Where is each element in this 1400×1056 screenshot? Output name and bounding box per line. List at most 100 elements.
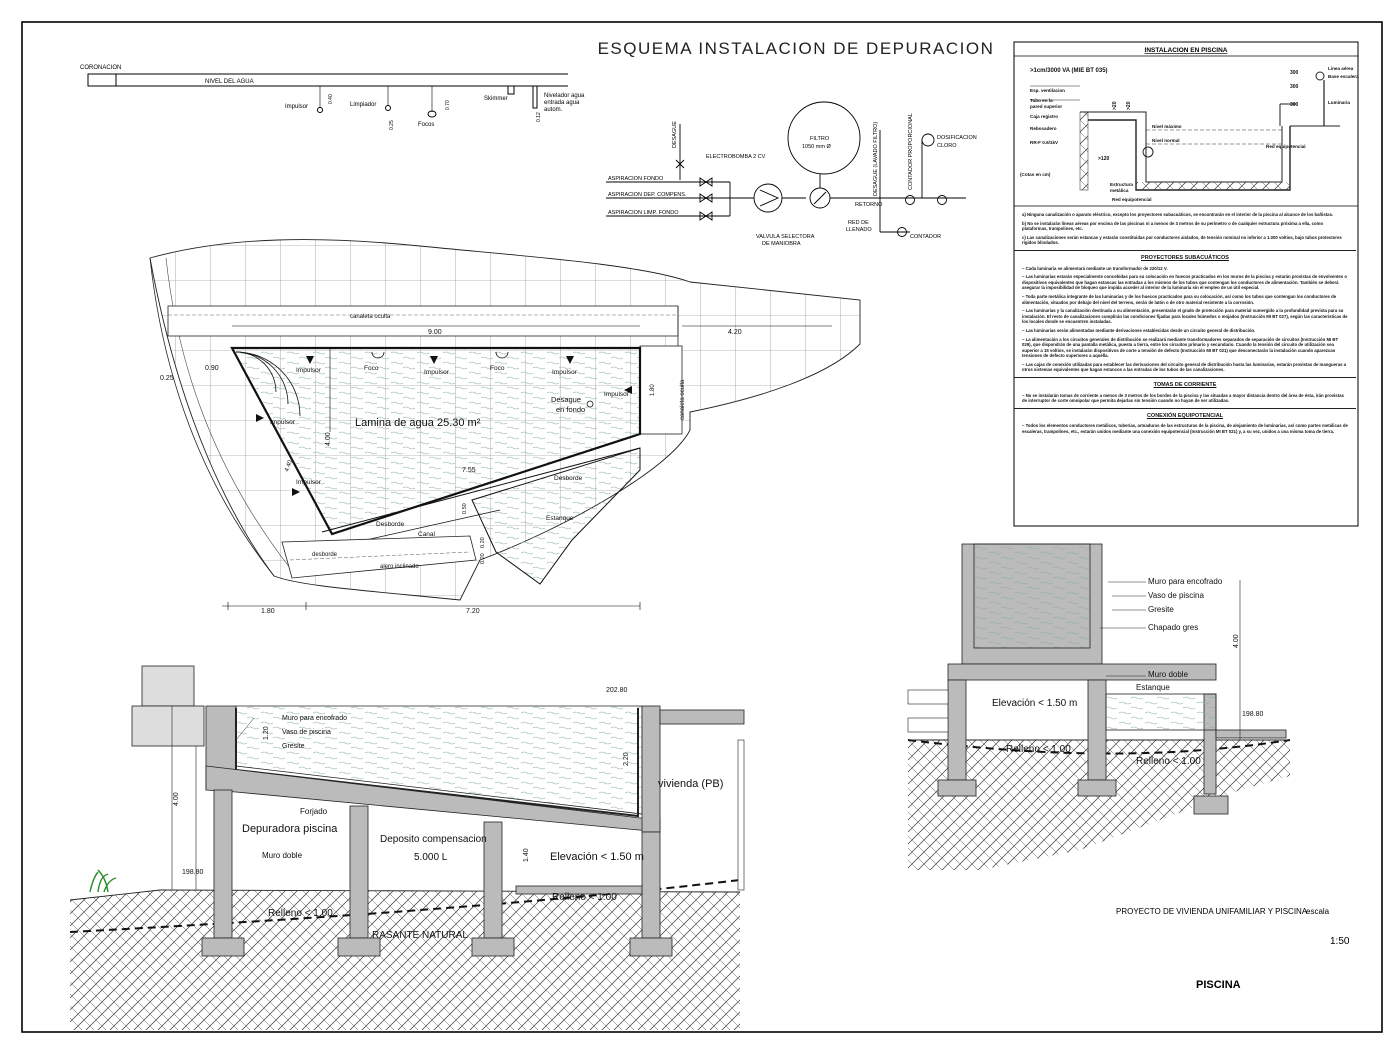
note-paragraph: – Las cajas de conexión utilizadas para …: [1022, 361, 1347, 373]
sl-vivienda: vivienda (PB): [658, 778, 723, 790]
dosificacion-label-2: CLORO: [937, 143, 957, 149]
estanque-plan-label: Estanque: [546, 515, 574, 522]
sr-elevacion: Elevación < 1.50 m: [992, 698, 1077, 709]
installation-notes: a) Ninguna canalización o aparato eléctr…: [1014, 212, 1356, 438]
sl-depuradora: Depuradora piscina: [242, 823, 338, 835]
red-llenado-label-2: LLENADO: [846, 227, 872, 233]
tomas-title: TOMAS DE CORRIENTE: [1153, 382, 1217, 389]
desague-lavado-label: DESAGUE (LAVADO FILTRO): [873, 122, 879, 196]
impulsor-plan-label-4: Impulsor: [270, 419, 296, 426]
desborde-label-2: Desborde: [376, 521, 405, 528]
focos-level-label: Focos: [418, 122, 434, 128]
aspiracion-limp-label: ASPIRACION LIMP. FONDO: [608, 210, 679, 216]
filtro-label-2: 1050 mm Ø: [802, 144, 831, 150]
notes-proyectores: – Cada luminaria se alimentará mediante …: [1022, 266, 1348, 374]
note-paragraph: – Toda parte metálica integrante de las …: [1022, 293, 1337, 305]
install-dim-5: >20: [1126, 101, 1132, 110]
scale-value: 1:50: [1330, 936, 1350, 947]
install-left-label-4: Caja registro: [1030, 114, 1058, 119]
install-dim-1: 300: [1290, 70, 1299, 76]
install-dim-2: 300: [1290, 84, 1299, 90]
note-paragraph: – No se instalarán tomas de corriente a …: [1022, 392, 1344, 404]
filtro-label-1: FILTRO: [810, 136, 830, 142]
note-paragraph: – Las luminarias serán alimentadas media…: [1022, 327, 1256, 333]
aspiracion-dep-label: ASPIRACION DEP. COMPENS.: [608, 192, 687, 198]
dosificacion-label-1: DOSIFICACION: [937, 135, 977, 141]
install-spec: >1cm/3000 VA (MIE BT 035): [1030, 68, 1108, 74]
impulsor-plan-label-6: Impulsor: [604, 391, 630, 398]
level-dim-2: 0.25: [389, 120, 395, 130]
install-left-label-1: Esp. ventilacion: [1030, 88, 1065, 93]
install-dim-6: >120: [1098, 156, 1109, 162]
impulsor-plan-label-2: Impulsor: [424, 369, 450, 376]
levels-diagram: CORONACION NIVEL DEL AGUA Impulsor Limpi…: [80, 65, 585, 130]
drawing-name: PISCINA: [1196, 979, 1241, 991]
project-name: PROYECTO DE VIVIENDA UNIFAMILIAR Y PISCI…: [1116, 907, 1308, 916]
note-paragraph: – Todos los elementos conductores metáli…: [1022, 423, 1348, 435]
desague-fondo-label-1: Desague: [551, 395, 581, 404]
plan-dim-755: 7.55: [462, 467, 476, 474]
sr-label-gresite: Gresite: [1148, 605, 1174, 614]
install-right-label-1: Linea aérea: [1328, 66, 1354, 71]
note-paragraph: – Cada luminaria se alimentará mediante …: [1022, 265, 1168, 271]
sl-relleno-1: Relleno < 1.00: [268, 908, 333, 919]
plan-dim-720: 7.20: [466, 608, 480, 615]
proyectores-title: PROYECTORES SUBACUÁTICOS: [1141, 254, 1229, 261]
install-dim-3: 300: [1290, 102, 1299, 108]
desague-fondo-label-2: en fondo: [556, 405, 585, 414]
sl-muro-doble: Muro doble: [262, 851, 303, 860]
coronacion-label: CORONACION: [80, 65, 121, 71]
sr-dim: 4.00: [1233, 634, 1240, 648]
sr-label-estanque: Estanque: [1136, 683, 1170, 692]
nivelador-label-3: autom.: [544, 107, 563, 113]
valvula-label-1: VALVULA SELECTORA: [756, 234, 815, 240]
sl-rasante: RASANTE NATURAL: [372, 930, 468, 941]
plan-dim-020-b: 0.20: [480, 553, 486, 564]
install-mid-label-2: Nivel normal: [1152, 138, 1180, 143]
installation-panel: [1013, 41, 1359, 527]
valvula-label-2: DE MANIOBRA: [762, 241, 801, 247]
sl-label-gresite: Gresite: [282, 743, 305, 750]
plan-dim-020-a: 0.20: [480, 537, 486, 548]
title-block: PROYECTO DE VIVIENDA UNIFAMILIAR Y PISCI…: [1116, 907, 1350, 991]
purification-schematic: [606, 101, 966, 237]
sr-label-muro: Muro para encofrado: [1148, 577, 1223, 586]
install-bottom-label-1: Estructura: [1110, 182, 1133, 187]
sl-level-bottom: 198.80: [182, 869, 204, 876]
nivelador-label-2: entrada agua: [544, 100, 580, 106]
install-left-label-6: RR-F 0.6/1kV: [1030, 140, 1059, 145]
install-mid-label-3: Red equipotencial: [1266, 144, 1306, 149]
sl-label-vaso: Vaso de piscina: [282, 729, 331, 736]
sl-label-muro: Muro para encofrado: [282, 715, 347, 722]
sl-level-top: 202.80: [606, 687, 628, 694]
sr-relleno-2: Relleno < 1.00: [1136, 756, 1201, 767]
alero-label: alero inclinado: [380, 564, 419, 570]
electrobomba-label: ELECTROBOMBA 2 CV: [706, 154, 766, 160]
sl-dim-220: 2.20: [623, 752, 630, 766]
conexion-title: CONEXIÓN EQUIPOTENCIAL: [1146, 412, 1224, 419]
desborde-lat-label: desborde: [312, 552, 338, 558]
canal-label: Canal: [418, 531, 436, 538]
contador-label: CONTADOR: [910, 234, 941, 240]
install-mid-label-1: Nivel máximo: [1152, 124, 1182, 129]
level-dim-3: 0.70: [445, 100, 451, 110]
level-dim-4: 0.12: [536, 112, 542, 122]
plan-dim-180-side: 1.80: [650, 384, 656, 396]
install-right-label-2: Base escalera: [1328, 74, 1359, 79]
impulsor-plan-label-5: Impulsor: [296, 479, 322, 486]
note-paragraph: – Las luminarias estarán especialmente c…: [1022, 274, 1348, 291]
sl-forjado: Forjado: [300, 807, 328, 816]
notes-tomas: – No se instalarán tomas de corriente a …: [1022, 393, 1348, 404]
impulsor-level-label: Impulsor: [285, 104, 308, 110]
installation-header: INSTALACION EN PISCINA: [1145, 47, 1228, 54]
sr-label-muro-doble: Muro doble: [1148, 670, 1189, 679]
install-right-label-3: Luminaria: [1328, 100, 1350, 105]
level-dim-1: 0.40: [328, 94, 334, 104]
plan-dim-400: 4.00: [325, 432, 332, 446]
note-paragraph: b) No se instalarán líneas aéreas por en…: [1022, 220, 1324, 232]
sl-dim-120: 1.20: [263, 726, 270, 740]
sl-elevacion: Elevación < 1.50 m: [550, 851, 644, 863]
install-left-label-2: Tubo en la: [1030, 98, 1053, 103]
sl-dim-140: 1.40: [523, 848, 530, 862]
